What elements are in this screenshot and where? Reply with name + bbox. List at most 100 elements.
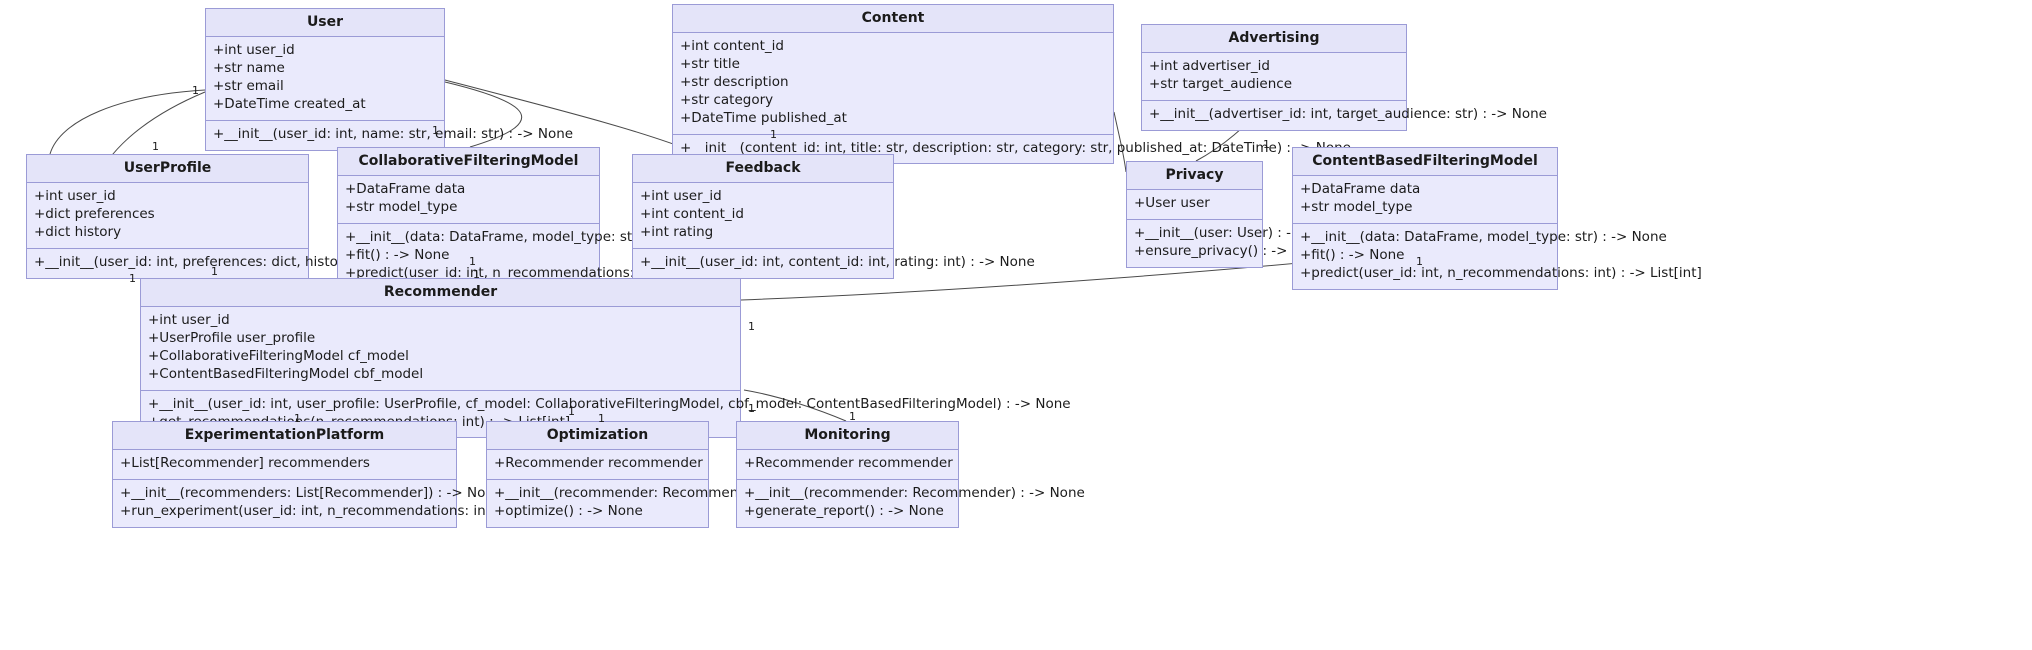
- methods-compartment-advertising: +__init__(advertiser_id: int, target_aud…: [1142, 101, 1547, 130]
- method-row: +run_experiment(user_id: int, n_recommen…: [120, 503, 646, 520]
- attribute-row: +str model_type: [1300, 199, 1413, 216]
- attribute-row: +Recommender recommender: [744, 455, 953, 472]
- class-name-user: User: [206, 9, 444, 38]
- class-box-experimentation[interactable]: ExperimentationPlatform +List[Recommender…: [112, 421, 646, 528]
- attribute-row: +List[Recommender] recommenders: [120, 455, 370, 472]
- method-row: +optimize() : -> None: [494, 503, 643, 520]
- attribute-row: +int user_id: [148, 312, 230, 329]
- method-row: +fit() : -> None: [1300, 246, 1405, 263]
- attribute-row: +DataFrame data: [345, 181, 466, 198]
- class-name-feedback: Feedback: [633, 155, 893, 184]
- attribute-row: +DateTime created_at: [213, 95, 366, 112]
- multiplicity-label: 1: [1416, 255, 1423, 268]
- method-row: +__init__(user: User) : -> None: [1134, 225, 1342, 242]
- class-box-cfmodel[interactable]: CollaborativeFilteringModel+DataFrame da…: [337, 147, 747, 290]
- methods-compartment-feedback: +__init__(user_id: int, content_id: int,…: [633, 248, 1035, 278]
- attributes-compartment-user: +int user_id+str name+str email+DateTime…: [206, 37, 444, 121]
- method-row: +__init__(data: DataFrame, model_type: s…: [1300, 229, 1667, 246]
- multiplicity-label: 1: [849, 410, 856, 423]
- attribute-row: +dict preferences: [34, 206, 155, 223]
- class-box-privacy[interactable]: Privacy +User user +__init__(user: User) :…: [1126, 161, 1342, 268]
- class-name-cbfmodel: ContentBasedFilteringModel: [1293, 148, 1557, 177]
- methods-compartment-privacy: +__init__(user: User) : -> None+ensure_p…: [1127, 220, 1342, 267]
- multiplicity-label: 1: [129, 272, 136, 285]
- methods-compartment-cbfmodel: +__init__(data: DataFrame, model_type: s…: [1293, 224, 1702, 289]
- attribute-row: +ContentBasedFilteringModel cbf_model: [148, 365, 424, 382]
- class-box-feedback[interactable]: Feedback+int user_id+int content_id+int …: [632, 154, 1035, 279]
- class-name-content: Content: [673, 5, 1113, 34]
- class-name-optimization: Optimization: [487, 422, 708, 451]
- method-row: +generate_report() : -> None: [744, 503, 944, 520]
- class-name-userprofile: UserProfile: [27, 155, 308, 184]
- attribute-row: +str title: [680, 56, 740, 73]
- multiplicity-label: 1: [748, 402, 755, 415]
- method-row: +ensure_privacy() : -> None: [1134, 243, 1327, 260]
- attribute-row: +int rating: [640, 224, 714, 241]
- attribute-row: +int content_id: [680, 38, 784, 55]
- attribute-row: +str name: [213, 60, 285, 77]
- class-box-cbfmodel[interactable]: ContentBasedFilteringModel +DataFrame dat…: [1292, 147, 1702, 290]
- multiplicity-label: 1: [432, 124, 439, 137]
- methods-compartment-user: +__init__(user_id: int, name: str, email…: [206, 120, 574, 150]
- attribute-row: +int user_id: [213, 42, 295, 59]
- edge-user-to-feedback: [444, 79, 701, 155]
- attributes-compartment-privacy: +User user: [1127, 190, 1262, 221]
- attribute-row: +str category: [680, 91, 774, 108]
- class-box-content[interactable]: Content+int content_id+str title+str des…: [672, 4, 1351, 165]
- method-row: +__init__(user_id: int, user_profile: Us…: [148, 395, 1071, 412]
- method-row: +__init__(user_id: int, name: str, email…: [213, 125, 574, 142]
- attribute-row: +str model_type: [345, 199, 458, 216]
- attributes-compartment-optimization: +Recommender recommender: [487, 450, 708, 481]
- class-box-user[interactable]: User+int user_id+str name+str email+Date…: [205, 8, 574, 151]
- class-box-userprofile[interactable]: UserProfile+int user_id+dict preferences…: [26, 154, 458, 279]
- multiplicity-label: 1: [1263, 138, 1270, 151]
- attribute-row: +int user_id: [640, 188, 722, 205]
- attribute-row: +int advertiser_id: [1149, 58, 1270, 75]
- attribute-row: +DateTime published_at: [680, 109, 847, 126]
- attribute-row: +DataFrame data: [1300, 181, 1421, 198]
- methods-compartment-experimentation: +__init__(recommenders: List[Recommender…: [113, 480, 646, 527]
- attribute-row: +Recommender recommender: [494, 455, 703, 472]
- method-row: +__init__(advertiser_id: int, target_aud…: [1149, 106, 1547, 123]
- attributes-compartment-content: +int content_id+str title+str descriptio…: [673, 33, 1113, 135]
- multiplicity-label: 1: [294, 412, 301, 425]
- class-name-privacy: Privacy: [1127, 162, 1262, 191]
- multiplicity-label: 1: [748, 320, 755, 333]
- class-box-optimization[interactable]: Optimization +Recommender recommender +__i…: [486, 421, 835, 528]
- class-name-experimentation: ExperimentationPlatform: [113, 422, 456, 451]
- class-box-advertising[interactable]: Advertising+int advertiser_id+str target…: [1141, 24, 1547, 131]
- multiplicity-label: 1: [211, 265, 218, 278]
- multiplicity-label: 1: [192, 84, 199, 97]
- method-row: +__init__(recommender: Recommender) : ->…: [744, 485, 1085, 502]
- methods-compartment-optimization: +__init__(recommender: Recommender) : ->…: [487, 480, 835, 527]
- multiplicity-label: 1: [473, 268, 480, 281]
- method-row: +__init__(data: DataFrame, model_type: s…: [345, 229, 712, 246]
- attribute-row: +int user_id: [34, 188, 116, 205]
- method-row: +__init__(content_id: int, title: str, d…: [680, 139, 1351, 156]
- attribute-row: +UserProfile user_profile: [148, 330, 316, 347]
- attribute-row: +User user: [1134, 195, 1210, 212]
- multiplicity-label: 1: [770, 128, 777, 141]
- attribute-row: +str email: [213, 78, 284, 95]
- method-row: +__init__(recommender: Recommender) : ->…: [494, 485, 835, 502]
- class-name-recommender: Recommender: [141, 279, 740, 308]
- method-row: +__init__(recommenders: List[Recommender…: [120, 485, 503, 502]
- attribute-row: +str target_audience: [1149, 76, 1293, 93]
- multiplicity-label: 1: [598, 412, 605, 425]
- attributes-compartment-advertising: +int advertiser_id+str target_audience: [1142, 53, 1406, 102]
- attribute-row: +CollaborativeFilteringModel cf_model: [148, 348, 409, 365]
- multiplicity-label: 1: [152, 140, 159, 153]
- method-row: +fit() : -> None: [345, 246, 450, 263]
- class-box-monitoring[interactable]: Monitoring+Recommender recommender+__ini…: [736, 421, 1085, 528]
- multiplicity-label: 1: [568, 405, 575, 418]
- attributes-compartment-userprofile: +int user_id+dict preferences+dict histo…: [27, 183, 308, 249]
- attribute-row: +dict history: [34, 224, 122, 241]
- multiplicity-label: 1: [469, 255, 476, 268]
- method-row: +predict(user_id: int, n_recommendations…: [1300, 264, 1702, 281]
- class-name-advertising: Advertising: [1142, 25, 1406, 54]
- class-box-recommender[interactable]: Recommender +int user_id+UserProfile user…: [140, 278, 1071, 439]
- attributes-compartment-feedback: +int user_id+int content_id+int rating: [633, 183, 893, 249]
- methods-compartment-userprofile: +__init__(user_id: int, preferences: dic…: [27, 248, 458, 278]
- method-row: +__init__(user_id: int, content_id: int,…: [640, 253, 1035, 270]
